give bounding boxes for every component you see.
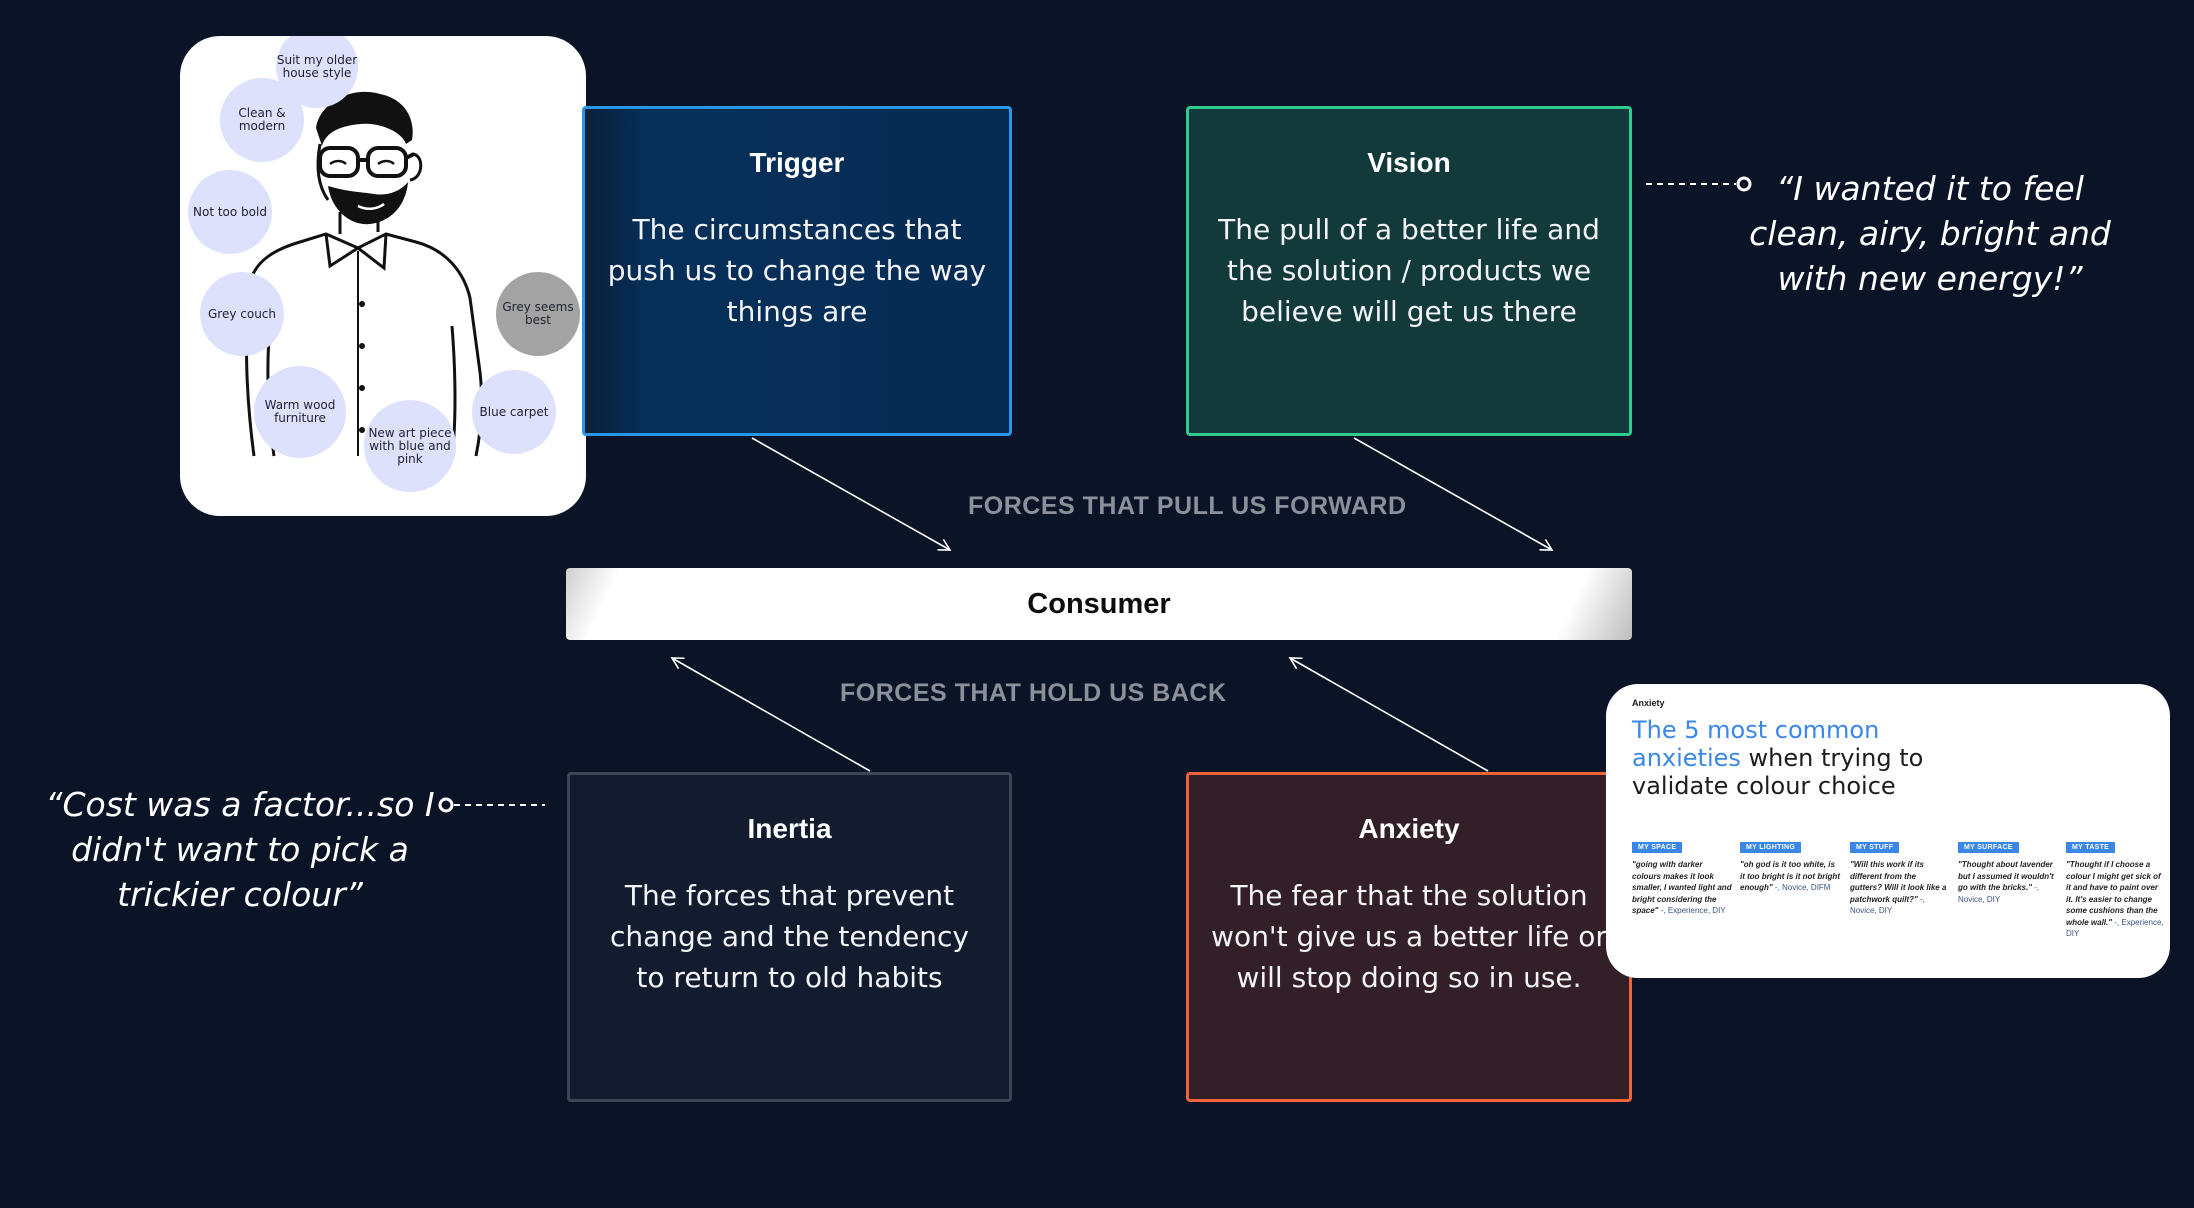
arrow-vision-to-consumer [1353, 437, 1554, 551]
persona-card: Suit my older house style Clean & modern… [180, 36, 586, 516]
inertia-title: Inertia [747, 813, 832, 844]
report-title-highlight: The 5 most common anxieties [1632, 716, 1880, 772]
anxiety-title: Anxiety [1358, 813, 1460, 844]
report-title-rest: when trying to validate colour choice [1632, 744, 1924, 800]
report-tag: MY TASTE [2066, 842, 2116, 853]
consumer-label: Consumer [1027, 587, 1171, 620]
report-eyebrow: Anxiety [1632, 698, 1665, 708]
inertia-description: The forces that prevent change and the t… [609, 879, 970, 994]
vision-title: Vision [1367, 147, 1451, 178]
report-tag: MY LIGHTING [1740, 842, 1802, 853]
vision-description: The pull of a better life and the soluti… [1218, 213, 1600, 328]
anxiety-description: The fear that the solution won't give us… [1211, 879, 1607, 994]
arrow-trigger-to-consumer [751, 437, 952, 551]
report-title: The 5 most common anxieties when trying … [1632, 716, 1962, 800]
trigger-title: Trigger [749, 147, 845, 178]
report-tag: MY STUFF [1850, 842, 1900, 853]
persona-bubble: Grey seems best [496, 272, 580, 356]
vision-box: Vision The pull of a better life and the… [1186, 106, 1632, 436]
trigger-description: The circumstances that push us to change… [607, 213, 987, 328]
persona-bubble: Clean & modern [220, 78, 304, 162]
arrow-inertia-to-consumer [670, 657, 871, 772]
report-column: MY SPACE "going with darker colours make… [1632, 836, 1732, 917]
inertia-box: Inertia The forces that prevent change a… [567, 772, 1012, 1102]
report-quote: "going with darker colours makes it look… [1632, 860, 1732, 915]
inertia-quote: “Cost was a factor...so I didn't want to… [45, 785, 435, 914]
consumer-bar: Consumer [566, 568, 1632, 640]
report-column: MY TASTE "Thought if I choose a colour I… [2066, 836, 2166, 940]
forces-back-label: FORCES THAT HOLD US BACK [840, 679, 1227, 707]
report-quote: "Will this work if its different from th… [1850, 860, 1947, 915]
report-tag: MY SURFACE [1958, 842, 2019, 853]
report-quote: "oh god is it too white, is it too brigh… [1740, 860, 1840, 892]
leader-inertia-dot [438, 797, 454, 813]
anxiety-report-card: Anxiety The 5 most common anxieties when… [1606, 684, 2170, 978]
anxiety-box: Anxiety The fear that the solution won't… [1186, 772, 1632, 1102]
arrow-anxiety-to-consumer [1288, 657, 1489, 772]
report-tag: MY SPACE [1632, 842, 1683, 853]
report-quote: "Thought if I choose a colour I might ge… [2066, 860, 2164, 938]
report-column: MY SURFACE "Thought about lavender but I… [1958, 836, 2058, 905]
persona-bubble: New art piece with blue and pink [364, 400, 456, 492]
report-column: MY LIGHTING "oh god is it too white, is … [1740, 836, 1840, 894]
persona-bubble: Not too bold [188, 170, 272, 254]
report-column: MY STUFF "Will this work if its differen… [1850, 836, 1950, 917]
persona-bubble: Warm wood furniture [254, 366, 346, 458]
forces-forward-label: FORCES THAT PULL US FORWARD [968, 492, 1407, 520]
persona-bubble: Blue carpet [472, 370, 556, 454]
persona-bubble: Grey couch [200, 272, 284, 356]
trigger-box: Trigger The circumstances that push us t… [582, 106, 1012, 436]
vision-quote: “I wanted it to feel clean, airy, bright… [1749, 169, 2111, 298]
report-quote: "Thought about lavender but I assumed it… [1958, 860, 2054, 904]
leader-vision-dot [1736, 176, 1752, 192]
